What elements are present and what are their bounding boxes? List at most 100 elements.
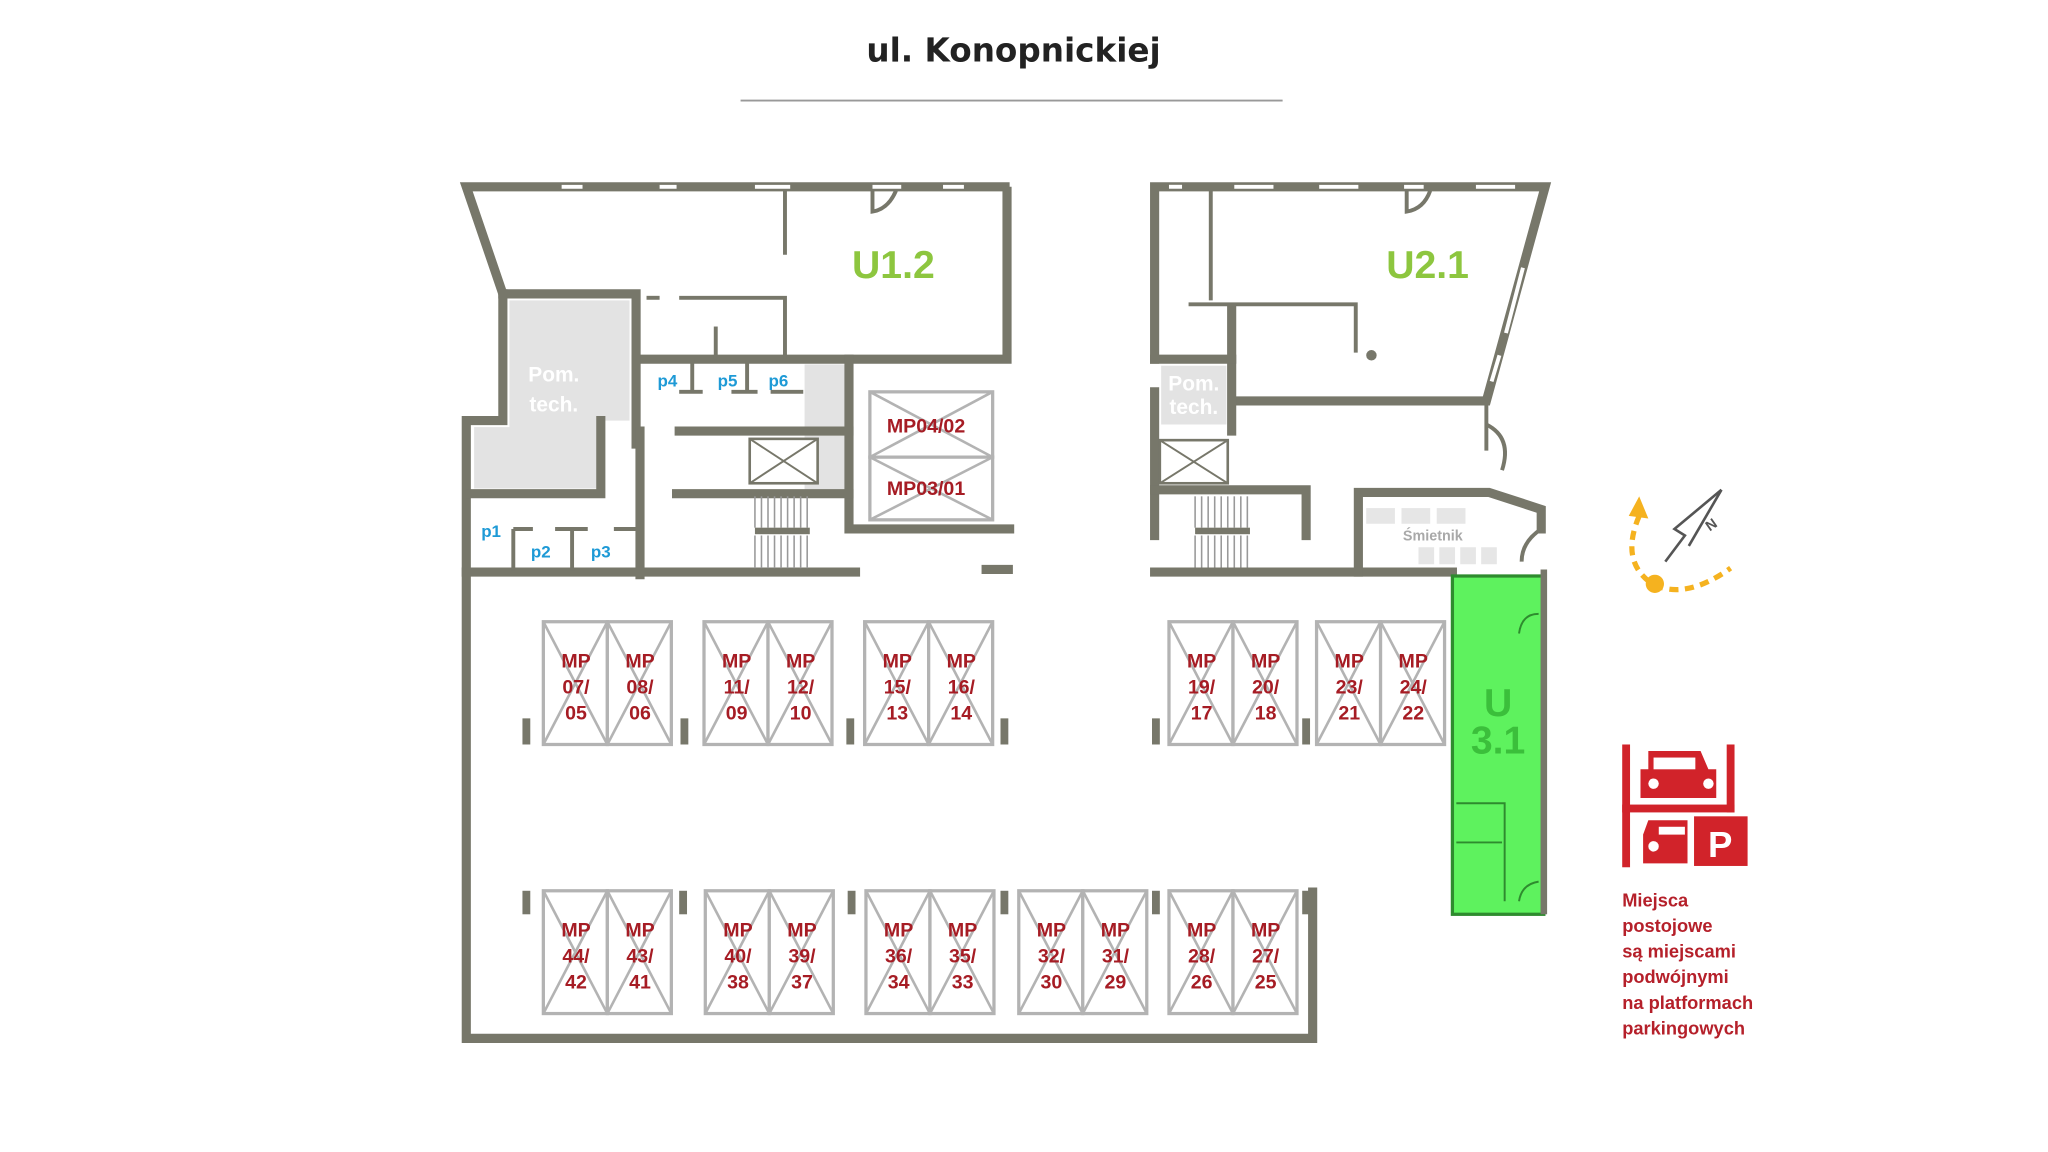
pillar [522, 890, 531, 915]
stall-label: MP [723, 919, 752, 941]
unit-u3-1[interactable]: U 3.1 [1450, 569, 1548, 916]
stall-label: 31/ [1102, 946, 1130, 968]
stall-label: 42 [565, 972, 587, 994]
unit-u2-1-label[interactable]: U2.1 [1386, 244, 1469, 287]
stall-label: 14 [950, 703, 972, 725]
tech-room-label: tech. [529, 393, 578, 416]
stall-label: 40/ [724, 946, 752, 968]
storage-p6[interactable]: p6 [769, 372, 789, 391]
stall-label: MP [1335, 650, 1364, 672]
parking-stall[interactable]: MP 28/26 [1167, 889, 1235, 1016]
bins [1366, 508, 1497, 565]
parking-stall[interactable]: MP 15/13 [863, 620, 931, 747]
north-label: N [1703, 516, 1721, 535]
stall-label: 26 [1191, 972, 1213, 994]
stall-label: 06 [629, 703, 651, 725]
pillar [1302, 890, 1311, 915]
legend-line: parkingowych [1622, 1017, 1745, 1038]
stall-label: 23/ [1336, 677, 1364, 699]
waste-room-label: Śmietnik [1403, 527, 1463, 545]
storage-p3[interactable]: p3 [591, 543, 611, 562]
stall-label: 33 [952, 972, 974, 994]
parking-stall[interactable]: MP 19/17 [1167, 620, 1235, 747]
pillar [846, 718, 855, 745]
unit-u3-1-label: U [1484, 682, 1512, 725]
parking-stall[interactable]: MP 23/21 [1314, 620, 1383, 747]
tech-room-label: Pom. [1168, 373, 1219, 396]
spot-label: MP04/02 [887, 415, 965, 437]
spot-label: MP03/01 [887, 478, 965, 500]
parking-stalls: MP07/05MP08/06MP11/09MP12/10MP15/13MP16/… [541, 620, 1447, 1016]
stall-label: 18 [1255, 703, 1277, 725]
pillar [522, 718, 531, 745]
legend-line: podwójnymi [1622, 966, 1729, 987]
pillar [680, 718, 689, 745]
stall-label: MP [947, 650, 976, 672]
stall-label: MP [1187, 919, 1216, 941]
pillar [1152, 718, 1160, 745]
stall-label: 20/ [1252, 677, 1280, 699]
pillars [522, 718, 1311, 915]
storage-p2[interactable]: p2 [531, 543, 551, 562]
stall-label: 15/ [884, 677, 912, 699]
stall-label: 12/ [787, 677, 815, 699]
stall-label: MP [1187, 650, 1216, 672]
stall-label: MP [1399, 650, 1428, 672]
parking-stall[interactable]: MP 07/05 [541, 620, 609, 747]
stall-label: 07/ [562, 677, 590, 699]
stall-label: 13 [886, 703, 908, 725]
stall-label: MP [625, 919, 654, 941]
stall-label: 05 [565, 703, 587, 725]
stall-label: 28/ [1188, 946, 1216, 968]
stairs-right [1194, 496, 1250, 569]
stall-label: 21 [1338, 703, 1360, 725]
pillar [847, 890, 856, 915]
stall-label: 38 [727, 972, 749, 994]
stall-label: 34 [888, 972, 910, 994]
pillar [1152, 890, 1160, 915]
storage-p4[interactable]: p4 [658, 372, 678, 391]
compass-icon: N [1628, 488, 1733, 593]
legend-line: na platformach [1622, 992, 1753, 1013]
stall-label: MP [561, 650, 590, 672]
pillar [1000, 890, 1009, 915]
stall-label: 19/ [1188, 677, 1216, 699]
pillar [1302, 718, 1311, 745]
spot-mp03-01[interactable]: MP03/01 [868, 455, 995, 522]
stall-label: 10 [790, 703, 812, 725]
stall-label: 24/ [1400, 677, 1428, 699]
tech-room-right [1161, 365, 1227, 425]
stall-label: 17 [1191, 703, 1213, 725]
stall-label: MP [883, 650, 912, 672]
stairs-left [754, 496, 810, 569]
stall-label: 43/ [626, 946, 654, 968]
tech-room-label: Pom. [528, 363, 579, 386]
parking-stall[interactable]: MP 40/38 [703, 889, 771, 1016]
right-building: Śmietnik Pom. tech. U2.1 U 3.1 [1150, 182, 1552, 916]
stall-label: 39/ [788, 946, 816, 968]
storage-p1[interactable]: p1 [481, 522, 501, 541]
street-title: ul. Konopnickiej [866, 31, 1160, 69]
storage-p5[interactable]: p5 [718, 372, 738, 391]
unit-u1-2-label[interactable]: U1.2 [852, 244, 935, 287]
stall-label: MP [1101, 919, 1130, 941]
spot-mp04-02[interactable]: MP04/02 [868, 390, 995, 459]
elevator-right [1158, 438, 1230, 485]
double-parking-legend-icon: P [1622, 744, 1748, 868]
stall-label: 37 [791, 972, 813, 994]
